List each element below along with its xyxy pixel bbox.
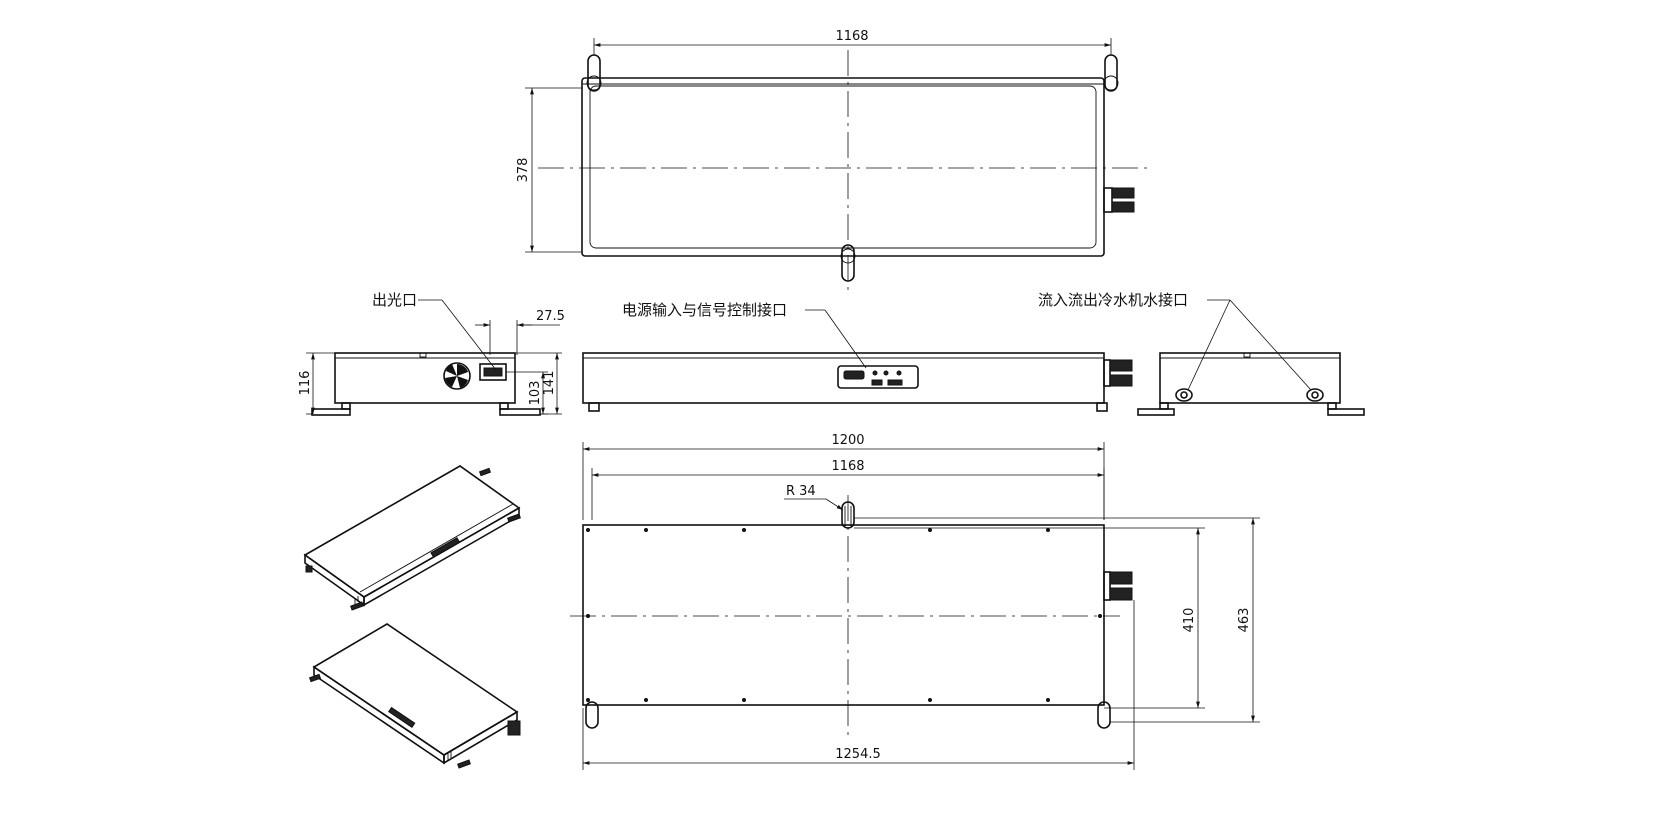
- dim-103: 103: [528, 381, 543, 406]
- mounting-holes: [586, 528, 1102, 702]
- dim-plan-463: 463: [1237, 608, 1252, 633]
- power-signal-port-icon: [837, 365, 919, 389]
- dim-radius-r34: R 34: [786, 484, 816, 499]
- plan-view: 1200 1168 R 34 410 463 1254.5: [570, 433, 1260, 770]
- dim-27-5: 27.5: [536, 309, 565, 324]
- dim-plan-1168: 1168: [831, 459, 864, 474]
- isometric-view-top: [303, 465, 521, 611]
- front-view: 电源输入与信号控制接口: [582, 301, 1133, 412]
- label-light-outlet: 出光口: [372, 291, 417, 309]
- right-side-view: 流入流出冷水机水接口: [1038, 291, 1365, 416]
- outlet-port-icon: [1306, 388, 1324, 402]
- dim-front-height: 116: [298, 371, 313, 396]
- dim-top-height: 378: [516, 158, 531, 183]
- isometric-view-bottom: [308, 623, 521, 769]
- label-power-signal-interface: 电源输入与信号控制接口: [622, 301, 787, 319]
- dim-top-width: 1168: [835, 29, 868, 44]
- fan-icon: [443, 362, 471, 390]
- water-connector-icon: [1103, 187, 1135, 213]
- dim-141: 141: [542, 371, 557, 396]
- label-chiller-interface: 流入流出冷水机水接口: [1038, 291, 1188, 309]
- top-view: 1168 378: [516, 29, 1148, 290]
- front-water-connector-icon: [1103, 359, 1133, 387]
- dim-plan-1254-5: 1254.5: [835, 747, 881, 762]
- dim-plan-1200: 1200: [831, 433, 864, 448]
- dim-plan-410: 410: [1182, 608, 1197, 633]
- plan-water-connector-icon: [1103, 571, 1133, 601]
- left-side-view: 出光口 27.5 116 103 141: [298, 291, 565, 416]
- inlet-port-icon: [1175, 388, 1193, 402]
